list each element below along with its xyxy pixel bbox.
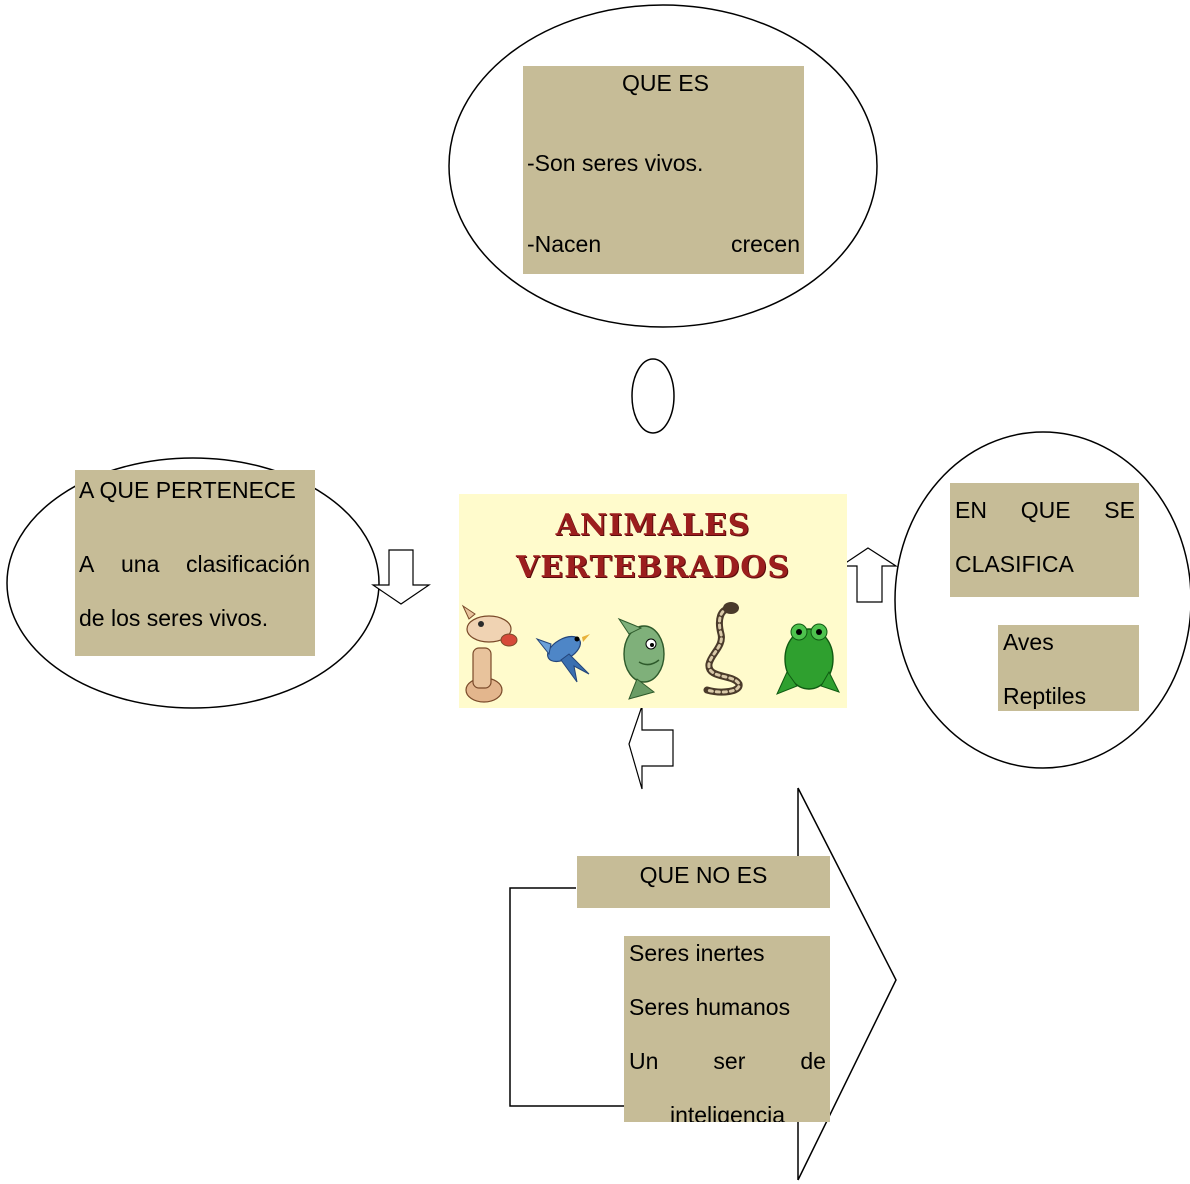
top-node-line-1: -Son seres vivos.	[527, 150, 704, 176]
bottom-node-item-2: Seres humanos	[629, 994, 791, 1020]
dog-icon	[461, 604, 518, 703]
left-node-word-3: clasificación	[186, 551, 310, 577]
left-node-box: A QUE PERTENECE A una clasificación de l…	[75, 470, 315, 656]
top-node-word-nacen: -Nacen	[527, 231, 602, 257]
frog-icon	[776, 623, 840, 695]
left-ellipse	[6, 457, 380, 709]
bottom-node-item-1: Seres inertes	[629, 940, 765, 966]
bottom-node-line-4: inteligencia	[669, 1102, 786, 1122]
left-arrow-icon	[628, 705, 674, 790]
up-arrow-icon	[839, 547, 899, 603]
animal-icons	[461, 602, 840, 703]
top-node-line-2: -Nacen crecen	[527, 217, 804, 271]
bottom-node-word-de: de	[800, 1048, 826, 1074]
connector-ellipse	[631, 358, 675, 434]
left-node-word-2: una	[120, 551, 160, 577]
bottom-node-word-un: Un	[629, 1048, 659, 1074]
right-node-word-que: QUE	[1020, 497, 1071, 523]
fish-icon	[617, 617, 665, 700]
right-ellipse	[894, 431, 1190, 769]
left-node-word-1: A	[79, 551, 95, 577]
top-ellipse	[448, 4, 878, 328]
bottom-node-word-ser: ser	[713, 1048, 746, 1074]
center-title-image: ANIMALES VERTEBRADOS	[459, 494, 847, 708]
down-arrow-icon	[371, 549, 431, 605]
right-node-heading-line-1: EN QUE SE	[955, 483, 1135, 537]
bottom-node-items-box: Seres inertes Seres humanos Un ser de in…	[624, 936, 830, 1122]
right-node-word-en: EN	[955, 497, 987, 523]
title-line-1: ANIMALES	[555, 508, 751, 543]
right-node-items-box: Aves Reptiles	[998, 625, 1139, 711]
right-node-item-reptiles: Reptiles	[1003, 683, 1087, 709]
right-node-item-aves: Aves	[1003, 629, 1054, 655]
right-node-heading-line-2: CLASIFICA	[955, 551, 1074, 577]
snake-icon	[703, 602, 743, 696]
top-node-word-crecen: crecen	[730, 231, 800, 257]
bird-icon	[535, 634, 590, 683]
title-line-2: VERTEBRADOS	[515, 550, 791, 585]
right-node-heading-box: EN QUE SE CLASIFICA	[950, 483, 1139, 597]
top-node-heading: QUE ES	[622, 70, 709, 96]
right-node-word-se: SE	[1104, 497, 1135, 523]
bottom-node-heading: QUE NO ES	[639, 862, 768, 888]
left-node-line-1: A una clasificación	[79, 537, 310, 591]
left-node-line-2: de los seres vivos.	[79, 605, 269, 631]
bottom-node-heading-box: QUE NO ES	[577, 856, 830, 908]
bracket-line	[509, 887, 624, 1107]
bottom-node-line-3: Un ser de	[629, 1034, 826, 1088]
top-node-box: QUE ES -Son seres vivos. -Nacen crecen	[523, 66, 804, 274]
left-node-heading: A QUE PERTENECE	[79, 477, 296, 503]
